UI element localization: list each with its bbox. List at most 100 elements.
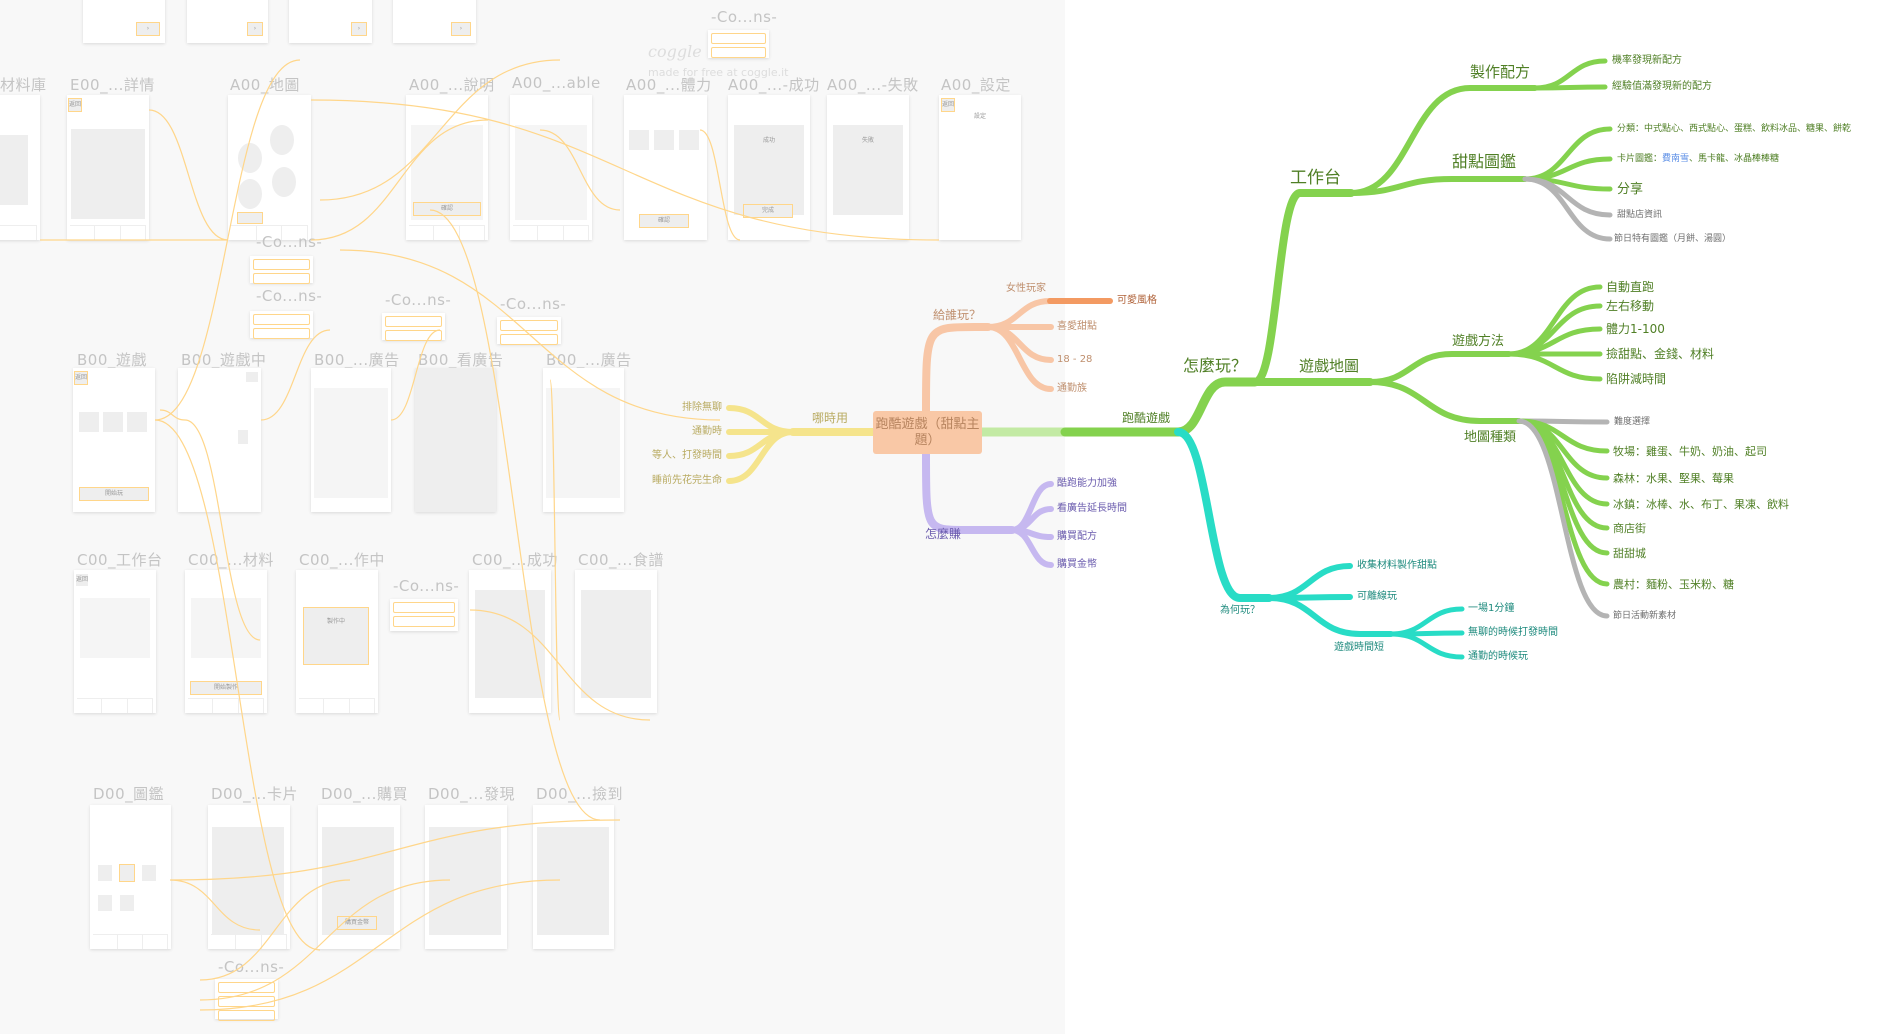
mindmap-leaf[interactable]: 排除無聊 xyxy=(682,402,722,413)
mindmap-leaf[interactable]: 購買配方 xyxy=(1057,531,1097,542)
mindmap-leaf[interactable]: 睡前先花完生命 xyxy=(652,475,722,486)
mindmap-branch-dex[interactable]: 甜點圖鑑 xyxy=(1452,152,1517,171)
next-icon[interactable]: › xyxy=(351,22,367,36)
mindmap-leaf[interactable]: 撿甜點、金錢、材料 xyxy=(1606,347,1715,361)
mindmap-branch-who[interactable]: 給誰玩？ xyxy=(933,308,982,322)
mindmap-branch-how[interactable]: 怎麼玩？ xyxy=(1183,356,1248,375)
start-button[interactable]: 開始玩 xyxy=(79,487,149,501)
mindmap-leaf[interactable]: 等人、打發時間 xyxy=(652,450,722,461)
mindmap-leaf[interactable]: 節日特有圖鑑（月餅、湯圓） xyxy=(1614,233,1732,244)
mindmap-branch-recipe[interactable]: 製作配方 xyxy=(1470,62,1531,81)
wireframe-frame[interactable]: 返回開始玩 xyxy=(73,368,155,512)
back-button[interactable]: 返回 xyxy=(74,371,88,385)
back-button[interactable]: 返回 xyxy=(68,98,82,112)
mindmap-leaf[interactable]: 可離線玩 xyxy=(1357,591,1397,602)
connections-box[interactable] xyxy=(497,317,561,345)
wireframe-frame[interactable]: 製作中 xyxy=(296,570,378,713)
mindmap-root-node[interactable]: 跑酷遊戲（甜點主題） xyxy=(873,411,982,454)
mindmap-leaf[interactable]: 牧場：雞蛋、牛奶、奶油、起司 xyxy=(1613,444,1767,458)
mindmap-leaf[interactable]: 通勤時 xyxy=(692,426,722,437)
mindmap-branch-method[interactable]: 遊戲方法 xyxy=(1452,333,1505,349)
mindmap-leaf[interactable]: 分類：中式點心、西式點心、蛋糕、飲料冰品、糖果、餅乾 xyxy=(1617,123,1852,134)
wireframe-frame[interactable]: 確認 xyxy=(406,95,488,240)
wireframe-frame[interactable] xyxy=(543,368,624,512)
mindmap-leaf[interactable]: 左右移動 xyxy=(1606,299,1655,313)
wireframe-frame[interactable]: › xyxy=(187,0,268,43)
mindmap-branch-earn[interactable]: 怎麼賺 xyxy=(925,527,962,541)
mindmap-branch-map[interactable]: 遊戲地圖 xyxy=(1299,356,1360,375)
mindmap-branch-workbench[interactable]: 工作台 xyxy=(1290,167,1341,188)
mindmap-leaf[interactable]: 18 - 28 xyxy=(1057,354,1093,365)
wireframe-frame[interactable]: 返回 xyxy=(74,570,156,713)
wireframe-frame[interactable]: 成功完成 xyxy=(728,95,810,240)
mindmap-leaf[interactable]: 喜愛甜點 xyxy=(1057,321,1097,332)
mindmap-leaf[interactable]: 通勤的時候玩 xyxy=(1468,651,1528,662)
mindmap-leaf[interactable]: 酷跑能力加強 xyxy=(1057,478,1117,489)
mindmap-node-female-players[interactable]: 女性玩家 xyxy=(1006,283,1046,294)
wireframe-frame[interactable] xyxy=(469,570,551,713)
connections-box[interactable] xyxy=(250,311,313,339)
done-button[interactable]: 完成 xyxy=(743,204,793,218)
mindmap-branch-map-types[interactable]: 地圖種類 xyxy=(1464,429,1517,445)
mindmap-leaf[interactable]: 甜甜城 xyxy=(1613,546,1646,560)
mindmap-leaf[interactable]: 節日活動新素材 xyxy=(1613,610,1677,621)
connections-box[interactable] xyxy=(215,979,278,1021)
mindmap-branch-when[interactable]: 哪時用 xyxy=(812,411,849,425)
wireframe-frame[interactable]: › xyxy=(393,0,476,43)
mindmap-leaf[interactable]: 可愛風格 xyxy=(1117,295,1157,306)
buy-button[interactable]: 購買金幣 xyxy=(337,916,377,930)
next-icon[interactable]: › xyxy=(247,22,263,36)
mindmap-leaf[interactable]: 難度選擇 xyxy=(1614,416,1651,427)
mindmap-branch-short-time[interactable]: 遊戲時間短 xyxy=(1334,642,1384,653)
mindmap-leaf[interactable]: 看廣告延長時間 xyxy=(1057,503,1127,514)
confirm-button[interactable]: 確認 xyxy=(413,202,481,216)
wireframe-frame[interactable]: 確認 xyxy=(624,95,707,240)
connections-box[interactable] xyxy=(382,313,445,341)
wireframe-frame[interactable] xyxy=(90,805,171,949)
wireframe-frame[interactable]: › xyxy=(83,0,165,43)
wireframe-frame[interactable] xyxy=(575,570,657,713)
mindmap-leaf[interactable]: 農村：麵粉、玉米粉、糖 xyxy=(1613,577,1734,591)
wireframe-frame[interactable] xyxy=(0,95,40,240)
next-icon[interactable]: › xyxy=(451,22,471,36)
connections-box[interactable] xyxy=(708,30,769,58)
mindmap-leaf[interactable]: 自動直跑 xyxy=(1606,280,1655,294)
connections-box[interactable] xyxy=(390,599,458,631)
mindmap-branch-why[interactable]: 為何玩？ xyxy=(1220,605,1260,616)
mindmap-branch-parkour[interactable]: 跑酷遊戲 xyxy=(1122,411,1171,425)
mindmap-leaf-card-dex[interactable]: 卡片圖鑑：費南雪、馬卡龍、冰晶棒棒糖 xyxy=(1617,153,1779,164)
mindmap-leaf[interactable]: 陷阱減時間 xyxy=(1606,372,1667,386)
mindmap-leaf[interactable]: 分享 xyxy=(1617,181,1644,197)
mindmap-leaf[interactable]: 無聊的時候打發時間 xyxy=(1468,627,1558,638)
wireframe-frame[interactable] xyxy=(178,368,261,512)
mindmap-leaf[interactable]: 通勤族 xyxy=(1057,383,1087,394)
mindmap-leaf[interactable]: 收集材料製作甜點 xyxy=(1357,560,1437,571)
wireframe-frame[interactable] xyxy=(228,95,311,240)
mindmap-leaf[interactable]: 購買金幣 xyxy=(1057,559,1097,570)
next-icon[interactable]: › xyxy=(136,22,160,36)
wireframe-frame[interactable] xyxy=(425,805,507,949)
wireframe-frame[interactable]: › xyxy=(289,0,372,43)
wireframe-frame[interactable]: 失敗 xyxy=(827,95,909,240)
back-button[interactable]: 返回 xyxy=(941,98,955,112)
mindmap-leaf[interactable]: 體力1-100 xyxy=(1606,322,1665,336)
wireframe-frame[interactable] xyxy=(533,805,614,949)
mindmap-leaf[interactable]: 經驗值滿發現新的配方 xyxy=(1612,81,1712,92)
wireframe-frame[interactable]: 返回 xyxy=(67,95,149,240)
mindmap-leaf[interactable]: 商店街 xyxy=(1613,521,1646,535)
back-button[interactable]: 返回 xyxy=(76,574,88,586)
wireframe-frame[interactable] xyxy=(311,368,391,512)
wireframe-frame[interactable] xyxy=(415,368,496,512)
dex-link[interactable]: 費南雪 xyxy=(1662,153,1690,164)
wireframe-frame[interactable]: 購買金幣 xyxy=(318,805,400,949)
wireframe-frame[interactable] xyxy=(510,95,592,240)
mindmap-leaf[interactable]: 一場1分鐘 xyxy=(1468,603,1515,614)
start-making-button[interactable]: 開始製作 xyxy=(190,681,262,695)
wireframe-frame[interactable]: 開始製作 xyxy=(185,570,267,713)
mindmap-leaf[interactable]: 機率發現新配方 xyxy=(1612,55,1682,66)
wireframe-frame[interactable]: 返回設定 xyxy=(939,95,1021,240)
mindmap-leaf[interactable]: 冰鎮：冰棒、水、布丁、果凍、飲料 xyxy=(1613,497,1789,511)
connections-box[interactable] xyxy=(250,256,313,284)
mindmap-leaf[interactable]: 森林：水果、堅果、莓果 xyxy=(1613,471,1734,485)
confirm-button[interactable]: 確認 xyxy=(639,214,689,228)
